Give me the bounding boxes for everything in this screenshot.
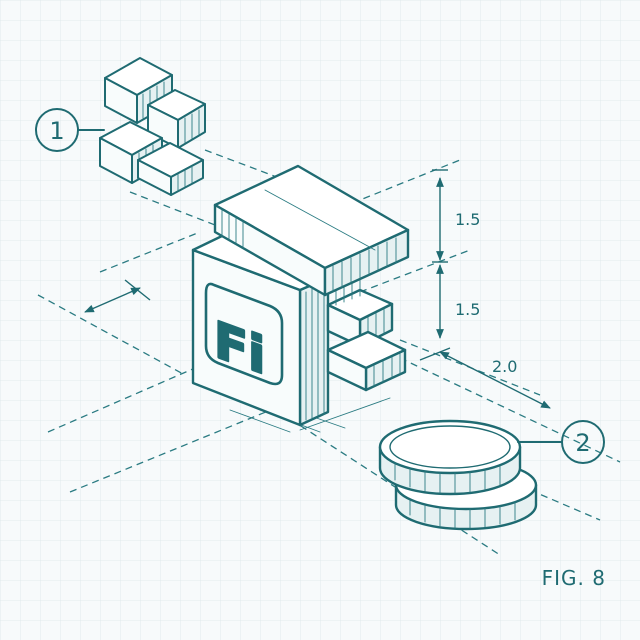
coin-upper <box>378 419 522 496</box>
callout-1-label: 1 <box>49 117 64 145</box>
small-cube <box>147 89 206 149</box>
small-cube <box>137 142 204 196</box>
coin-stack <box>378 419 538 531</box>
height-lower-value: 1.5 <box>455 300 480 319</box>
e-shape-blocks <box>326 279 407 392</box>
callout-2: 2 <box>517 420 605 464</box>
cube-cluster <box>99 57 206 196</box>
depth-value: 2.0 <box>492 357 517 376</box>
side-hatching <box>305 282 325 421</box>
callout-2-label: 2 <box>575 429 590 457</box>
top-bar <box>213 164 410 297</box>
height-dimension: 1.5 1.5 <box>432 169 480 339</box>
figure-label: FIG. 8 <box>542 566 606 590</box>
width-dimension <box>84 279 151 313</box>
small-cube <box>104 57 173 124</box>
main-block: Fi <box>191 164 410 433</box>
callout-1: 1 <box>35 108 105 152</box>
height-upper-value: 1.5 <box>455 210 480 229</box>
depth-dimension: 2.0 <box>419 347 551 409</box>
